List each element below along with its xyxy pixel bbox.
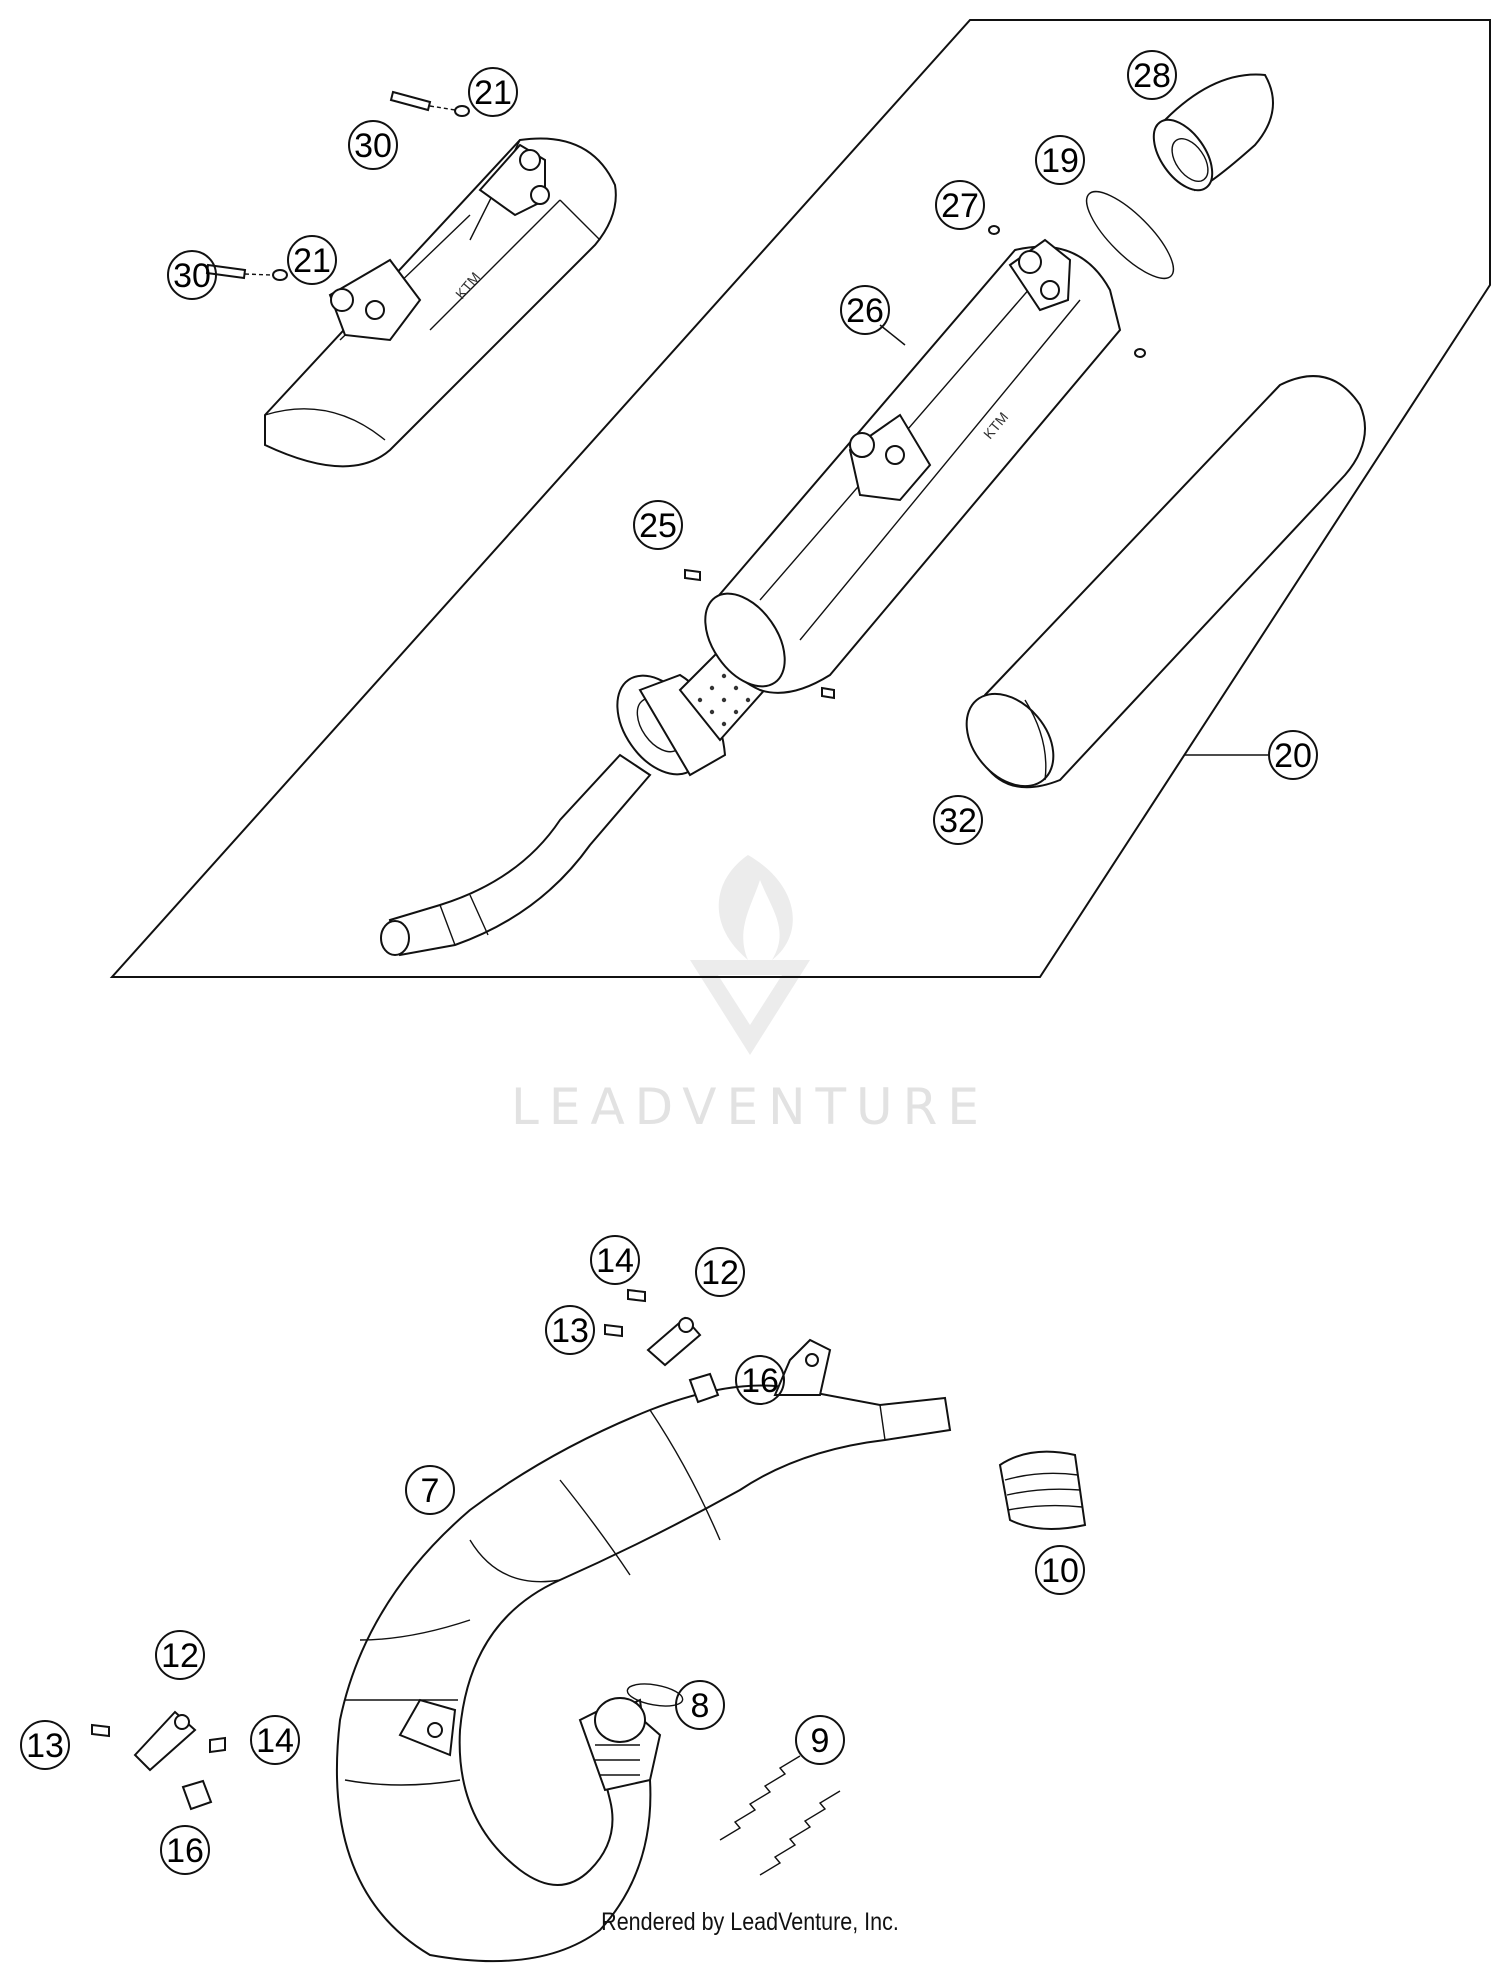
- callout-12: 12: [161, 1637, 199, 1675]
- rubber-sleeve: [998, 1450, 1087, 1530]
- callout-32: 32: [939, 802, 977, 840]
- callout-25: 25: [639, 507, 677, 545]
- silencer-assembly-frame: [109, 19, 1491, 978]
- silencer-sleeve: [965, 375, 1366, 789]
- watermark-brand-text: LEADVENTURE: [511, 1078, 989, 1136]
- callout-12: 12: [701, 1254, 739, 1292]
- end-cap: [1152, 73, 1274, 192]
- watermark-v-icon: [690, 960, 810, 1055]
- callout-8: 8: [691, 1687, 710, 1725]
- callout-19: 19: [1041, 142, 1079, 180]
- upper-mounting-hardware: [604, 1288, 720, 1404]
- callout-13: 13: [551, 1312, 589, 1350]
- springs: [719, 1755, 841, 1876]
- lower-mounting-hardware: [91, 1710, 226, 1811]
- expansion-chamber: [335, 1338, 952, 1963]
- callout-9: 9: [811, 1722, 830, 1760]
- callout-27: 27: [941, 187, 979, 225]
- leadventure-watermark: LEADVENTURE: [511, 855, 989, 1136]
- callout-28: 28: [1133, 57, 1171, 95]
- silencer-bracket-detail: KTM: [205, 90, 617, 468]
- callout-30: 30: [354, 127, 392, 165]
- callout-26: 26: [846, 292, 884, 330]
- callout-13: 13: [26, 1727, 64, 1765]
- callout-7: 7: [421, 1472, 440, 1510]
- callout-labels: 21 30 21 30 28 19 27 26 25 20 32 14 12 1…: [26, 57, 1312, 1870]
- callout-20: 20: [1274, 737, 1312, 775]
- callout-21: 21: [293, 242, 331, 280]
- callout-10: 10: [1041, 1552, 1079, 1590]
- callout-14: 14: [256, 1722, 294, 1760]
- watermark-flame-icon: [718, 855, 793, 960]
- callout-16: 16: [166, 1832, 204, 1870]
- callout-21: 21: [474, 74, 512, 112]
- callout-14: 14: [596, 1242, 634, 1280]
- rendered-by-footer: Rendered by LeadVenture, Inc.: [601, 1908, 899, 1936]
- part-callouts: [20, 50, 1318, 1875]
- callout-30: 30: [173, 257, 211, 295]
- header-gasket: [626, 1683, 684, 1707]
- callout-16: 16: [741, 1362, 779, 1400]
- silencer-assembly: KTM: [380, 225, 1146, 957]
- end-cap-seal: [1085, 190, 1175, 280]
